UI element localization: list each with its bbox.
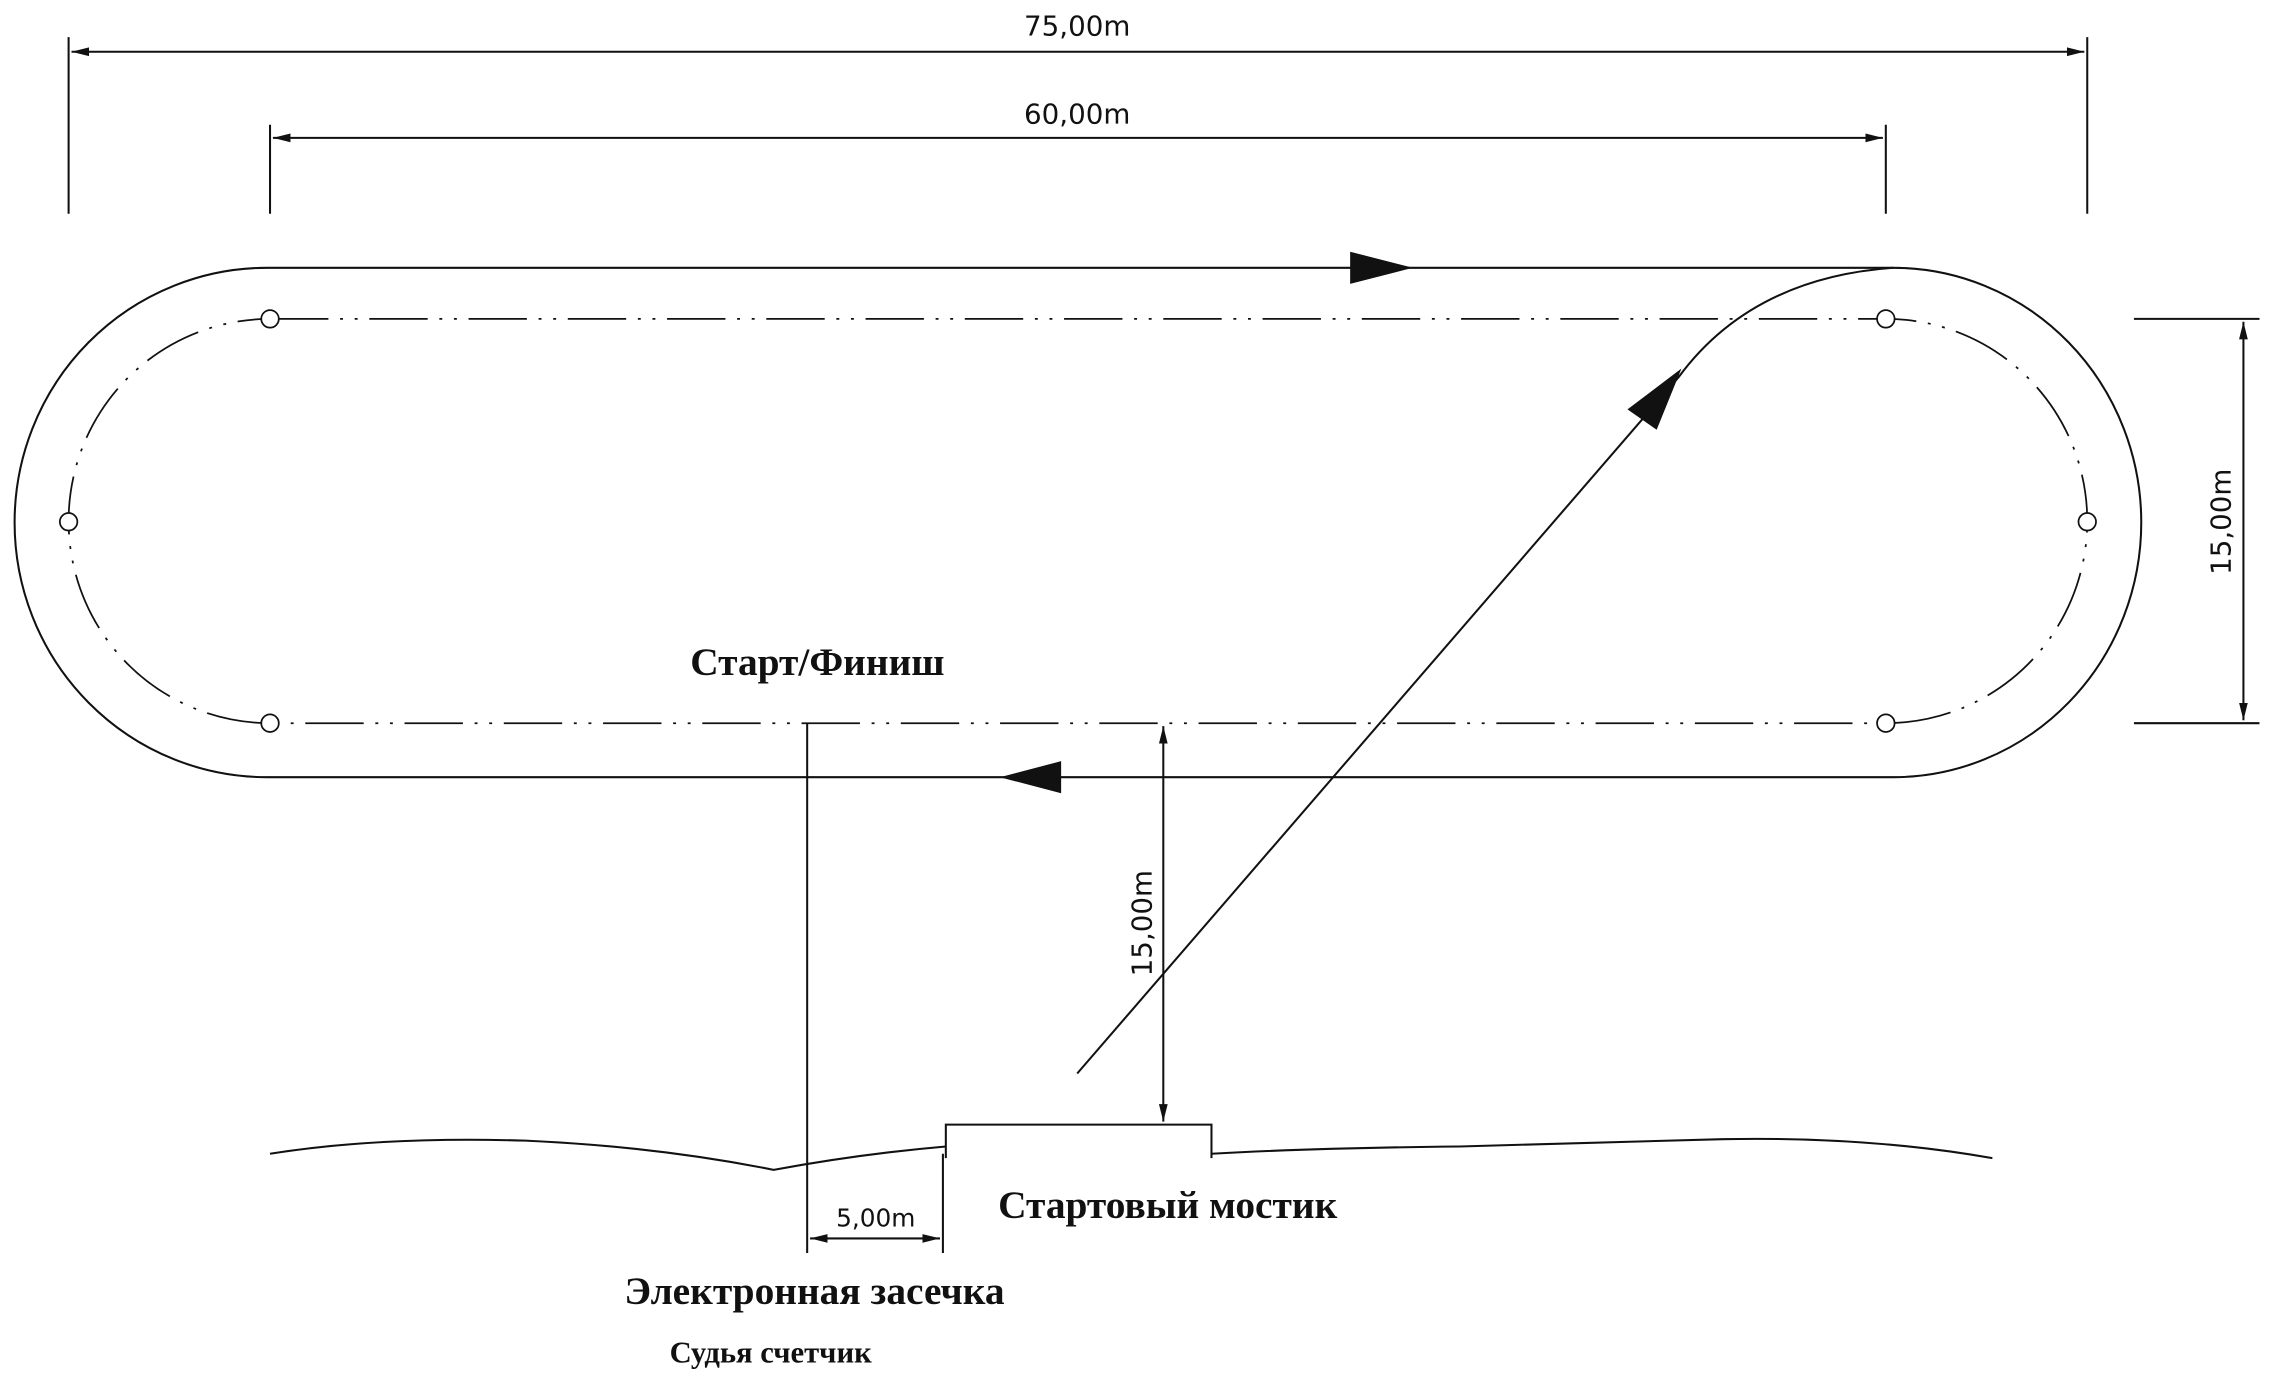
buoy-icon <box>260 309 280 329</box>
buoy-icon <box>1876 713 1896 733</box>
shoreline <box>269 1137 1993 1171</box>
entry-arrow-icon <box>1627 368 1682 430</box>
buoy-icon <box>58 512 79 532</box>
dimension-straight-length: 60,00m <box>269 97 1887 214</box>
timing-offset-label: 5,00m <box>836 1204 915 1233</box>
buoy-icon <box>260 713 280 733</box>
buoy-icon <box>1876 309 1896 329</box>
inner-course-line <box>67 318 2089 725</box>
direction-arrow-right-icon <box>1350 251 1413 284</box>
buoy-icon <box>2077 512 2097 532</box>
dimension-overall-length: 75,00m <box>67 10 2089 214</box>
buoys <box>58 309 2097 733</box>
start-bridge-label: Стартовый мостик <box>998 1183 1337 1227</box>
lap-counter-judge-label: Судья счетчик <box>670 1336 873 1370</box>
track-width-label: 15,00m <box>2204 469 2237 575</box>
straight-length-label: 60,00m <box>1024 97 1130 130</box>
dimension-bridge-distance: 15,00m <box>1126 726 1168 1122</box>
overall-length-label: 75,00m <box>1024 10 1130 43</box>
entry-path <box>1076 266 1894 1075</box>
dimension-track-width: 15,00m <box>2133 317 2260 725</box>
dimension-timing-offset: 5,00m <box>810 1153 944 1254</box>
electronic-timing-label: Электронная засечка <box>624 1269 1004 1313</box>
start-bridge <box>944 1123 1213 1159</box>
direction-arrow-left-icon <box>999 761 1062 794</box>
outer-track <box>13 266 2143 779</box>
start-finish-label: Старт/Финиш <box>690 640 944 684</box>
bridge-distance-label: 15,00m <box>1126 870 1159 976</box>
